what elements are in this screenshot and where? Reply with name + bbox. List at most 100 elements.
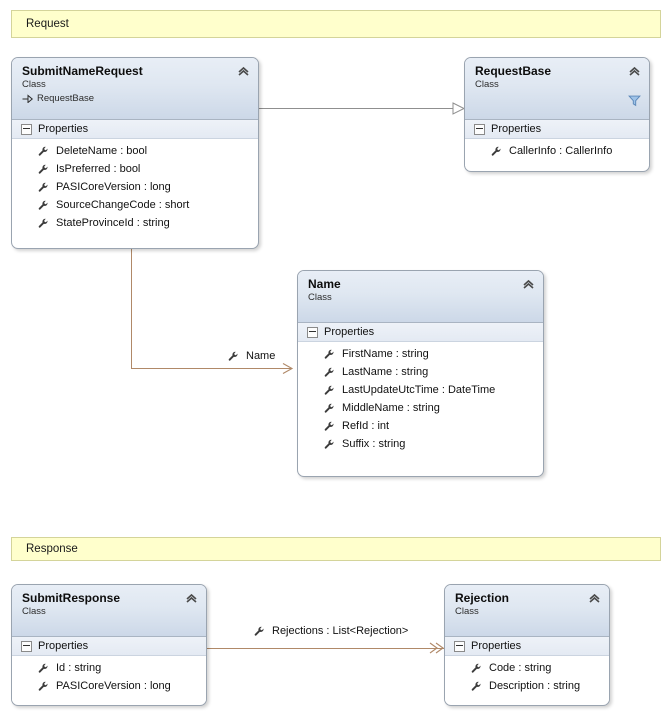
- class-box-request-base[interactable]: RequestBase Class Properties CallerInfo …: [464, 57, 650, 172]
- expander-minus-icon[interactable]: [21, 640, 32, 652]
- wrench-icon: [38, 218, 48, 228]
- association-line-name-vertical: [131, 249, 132, 369]
- class-member-row[interactable]: LastName : string: [298, 363, 543, 381]
- filter-funnel-icon[interactable]: [628, 94, 641, 107]
- class-members-name: FirstName : string LastName : string Las…: [298, 342, 543, 459]
- wrench-icon: [491, 146, 501, 156]
- class-member-label: LastName : string: [342, 366, 429, 378]
- class-members-request-base: CallerInfo : CallerInfo: [465, 139, 649, 166]
- wrench-icon: [324, 367, 334, 377]
- class-members-submit-response: Id : string PASICoreVersion : long: [12, 656, 206, 701]
- class-member-row[interactable]: CallerInfo : CallerInfo: [465, 142, 649, 160]
- class-member-row[interactable]: LastUpdateUtcTime : DateTime: [298, 381, 543, 399]
- class-member-row[interactable]: FirstName : string: [298, 345, 543, 363]
- class-member-label: LastUpdateUtcTime : DateTime: [342, 384, 496, 396]
- class-member-label: CallerInfo : CallerInfo: [509, 145, 613, 157]
- class-member-label: RefId : int: [342, 420, 390, 432]
- class-box-rejection[interactable]: Rejection Class Properties Code : string…: [444, 584, 610, 706]
- class-member-label: DeleteName : bool: [56, 145, 148, 157]
- wrench-icon: [471, 663, 481, 673]
- association-label-rejections: Rejections : List<Rejection>: [254, 625, 408, 637]
- inherits-arrow-icon: [22, 94, 33, 103]
- association-line-rejections: [207, 648, 444, 649]
- class-compartment-header-submit-response[interactable]: Properties: [12, 637, 206, 656]
- class-member-row[interactable]: DeleteName : bool: [12, 142, 258, 160]
- association-arrowhead-name-icon: [282, 363, 294, 374]
- wrench-icon: [38, 182, 48, 192]
- class-member-row[interactable]: PASICoreVersion : long: [12, 677, 206, 695]
- class-base-label-submit-name-request: RequestBase: [37, 93, 95, 104]
- class-compartment-label-name: Properties: [324, 326, 375, 338]
- class-member-label: SourceChangeCode : short: [56, 199, 190, 211]
- class-member-label: PASICoreVersion : long: [56, 680, 171, 692]
- class-member-label: Id : string: [56, 662, 102, 674]
- expander-minus-icon[interactable]: [21, 123, 32, 135]
- class-compartment-label-submit-response: Properties: [38, 640, 89, 652]
- class-member-row[interactable]: Description : string: [445, 677, 609, 695]
- class-member-row[interactable]: StateProvinceId : string: [12, 214, 258, 232]
- class-member-label: FirstName : string: [342, 348, 429, 360]
- wrench-icon: [324, 403, 334, 413]
- association-label-name: Name: [228, 350, 275, 362]
- class-member-row[interactable]: IsPreferred : bool: [12, 160, 258, 178]
- class-kind-request-base: Class: [475, 79, 499, 90]
- expander-minus-icon[interactable]: [307, 326, 318, 338]
- collapse-chevron-up-icon[interactable]: [628, 65, 641, 78]
- class-compartment-label-rejection: Properties: [471, 640, 522, 652]
- class-members-rejection: Code : string Description : string: [445, 656, 609, 701]
- class-compartment-label-request-base: Properties: [491, 123, 542, 135]
- wrench-icon: [254, 626, 264, 636]
- class-title-submit-response: SubmitResponse: [22, 591, 121, 605]
- collapse-chevron-up-icon[interactable]: [185, 592, 198, 605]
- collapse-chevron-up-icon[interactable]: [237, 65, 250, 78]
- class-kind-name: Class: [308, 292, 332, 303]
- class-compartment-header-rejection[interactable]: Properties: [445, 637, 609, 656]
- class-title-submit-name-request: SubmitNameRequest: [22, 64, 143, 78]
- collapse-chevron-up-icon[interactable]: [588, 592, 601, 605]
- class-title-name: Name: [308, 277, 341, 291]
- wrench-icon: [324, 439, 334, 449]
- wrench-icon: [38, 200, 48, 210]
- class-member-row[interactable]: PASICoreVersion : long: [12, 178, 258, 196]
- class-member-label: PASICoreVersion : long: [56, 181, 171, 193]
- wrench-icon: [38, 146, 48, 156]
- class-member-label: IsPreferred : bool: [56, 163, 141, 175]
- class-compartment-header-name[interactable]: Properties: [298, 323, 543, 342]
- class-compartment-label-submit-name-request: Properties: [38, 123, 89, 135]
- class-member-row[interactable]: Suffix : string: [298, 435, 543, 453]
- class-member-label: StateProvinceId : string: [56, 217, 170, 229]
- class-member-label: Suffix : string: [342, 438, 406, 450]
- wrench-icon: [228, 351, 238, 361]
- class-member-row[interactable]: RefId : int: [298, 417, 543, 435]
- section-banner-response-label: Response: [26, 543, 78, 555]
- inheritance-arrowhead-icon: [452, 102, 466, 115]
- wrench-icon: [324, 385, 334, 395]
- class-member-row[interactable]: SourceChangeCode : short: [12, 196, 258, 214]
- wrench-icon: [38, 663, 48, 673]
- class-box-submit-name-request[interactable]: SubmitNameRequest Class RequestBase Prop…: [11, 57, 259, 249]
- class-member-row[interactable]: Id : string: [12, 659, 206, 677]
- class-box-name[interactable]: Name Class Properties FirstName : string…: [297, 270, 544, 477]
- wrench-icon: [324, 421, 334, 431]
- expander-minus-icon[interactable]: [454, 640, 465, 652]
- wrench-icon: [471, 681, 481, 691]
- class-header-submit-response: SubmitResponse Class: [12, 585, 206, 637]
- wrench-icon: [324, 349, 334, 359]
- association-line-name-horizontal: [131, 368, 291, 369]
- class-kind-rejection: Class: [455, 606, 479, 617]
- class-box-submit-response[interactable]: SubmitResponse Class Properties Id : str…: [11, 584, 207, 706]
- class-header-request-base: RequestBase Class: [465, 58, 649, 120]
- class-compartment-header-submit-name-request[interactable]: Properties: [12, 120, 258, 139]
- expander-minus-icon[interactable]: [474, 123, 485, 135]
- class-header-name: Name Class: [298, 271, 543, 323]
- collapse-chevron-up-icon[interactable]: [522, 278, 535, 291]
- association-label-name-text: Name: [246, 350, 276, 362]
- class-kind-submit-name-request: Class: [22, 79, 46, 90]
- section-banner-request: Request: [11, 10, 661, 38]
- class-member-row[interactable]: Code : string: [445, 659, 609, 677]
- class-member-label: Description : string: [489, 680, 581, 692]
- section-banner-response: Response: [11, 537, 661, 561]
- class-kind-submit-response: Class: [22, 606, 46, 617]
- class-member-row[interactable]: MiddleName : string: [298, 399, 543, 417]
- class-compartment-header-request-base[interactable]: Properties: [465, 120, 649, 139]
